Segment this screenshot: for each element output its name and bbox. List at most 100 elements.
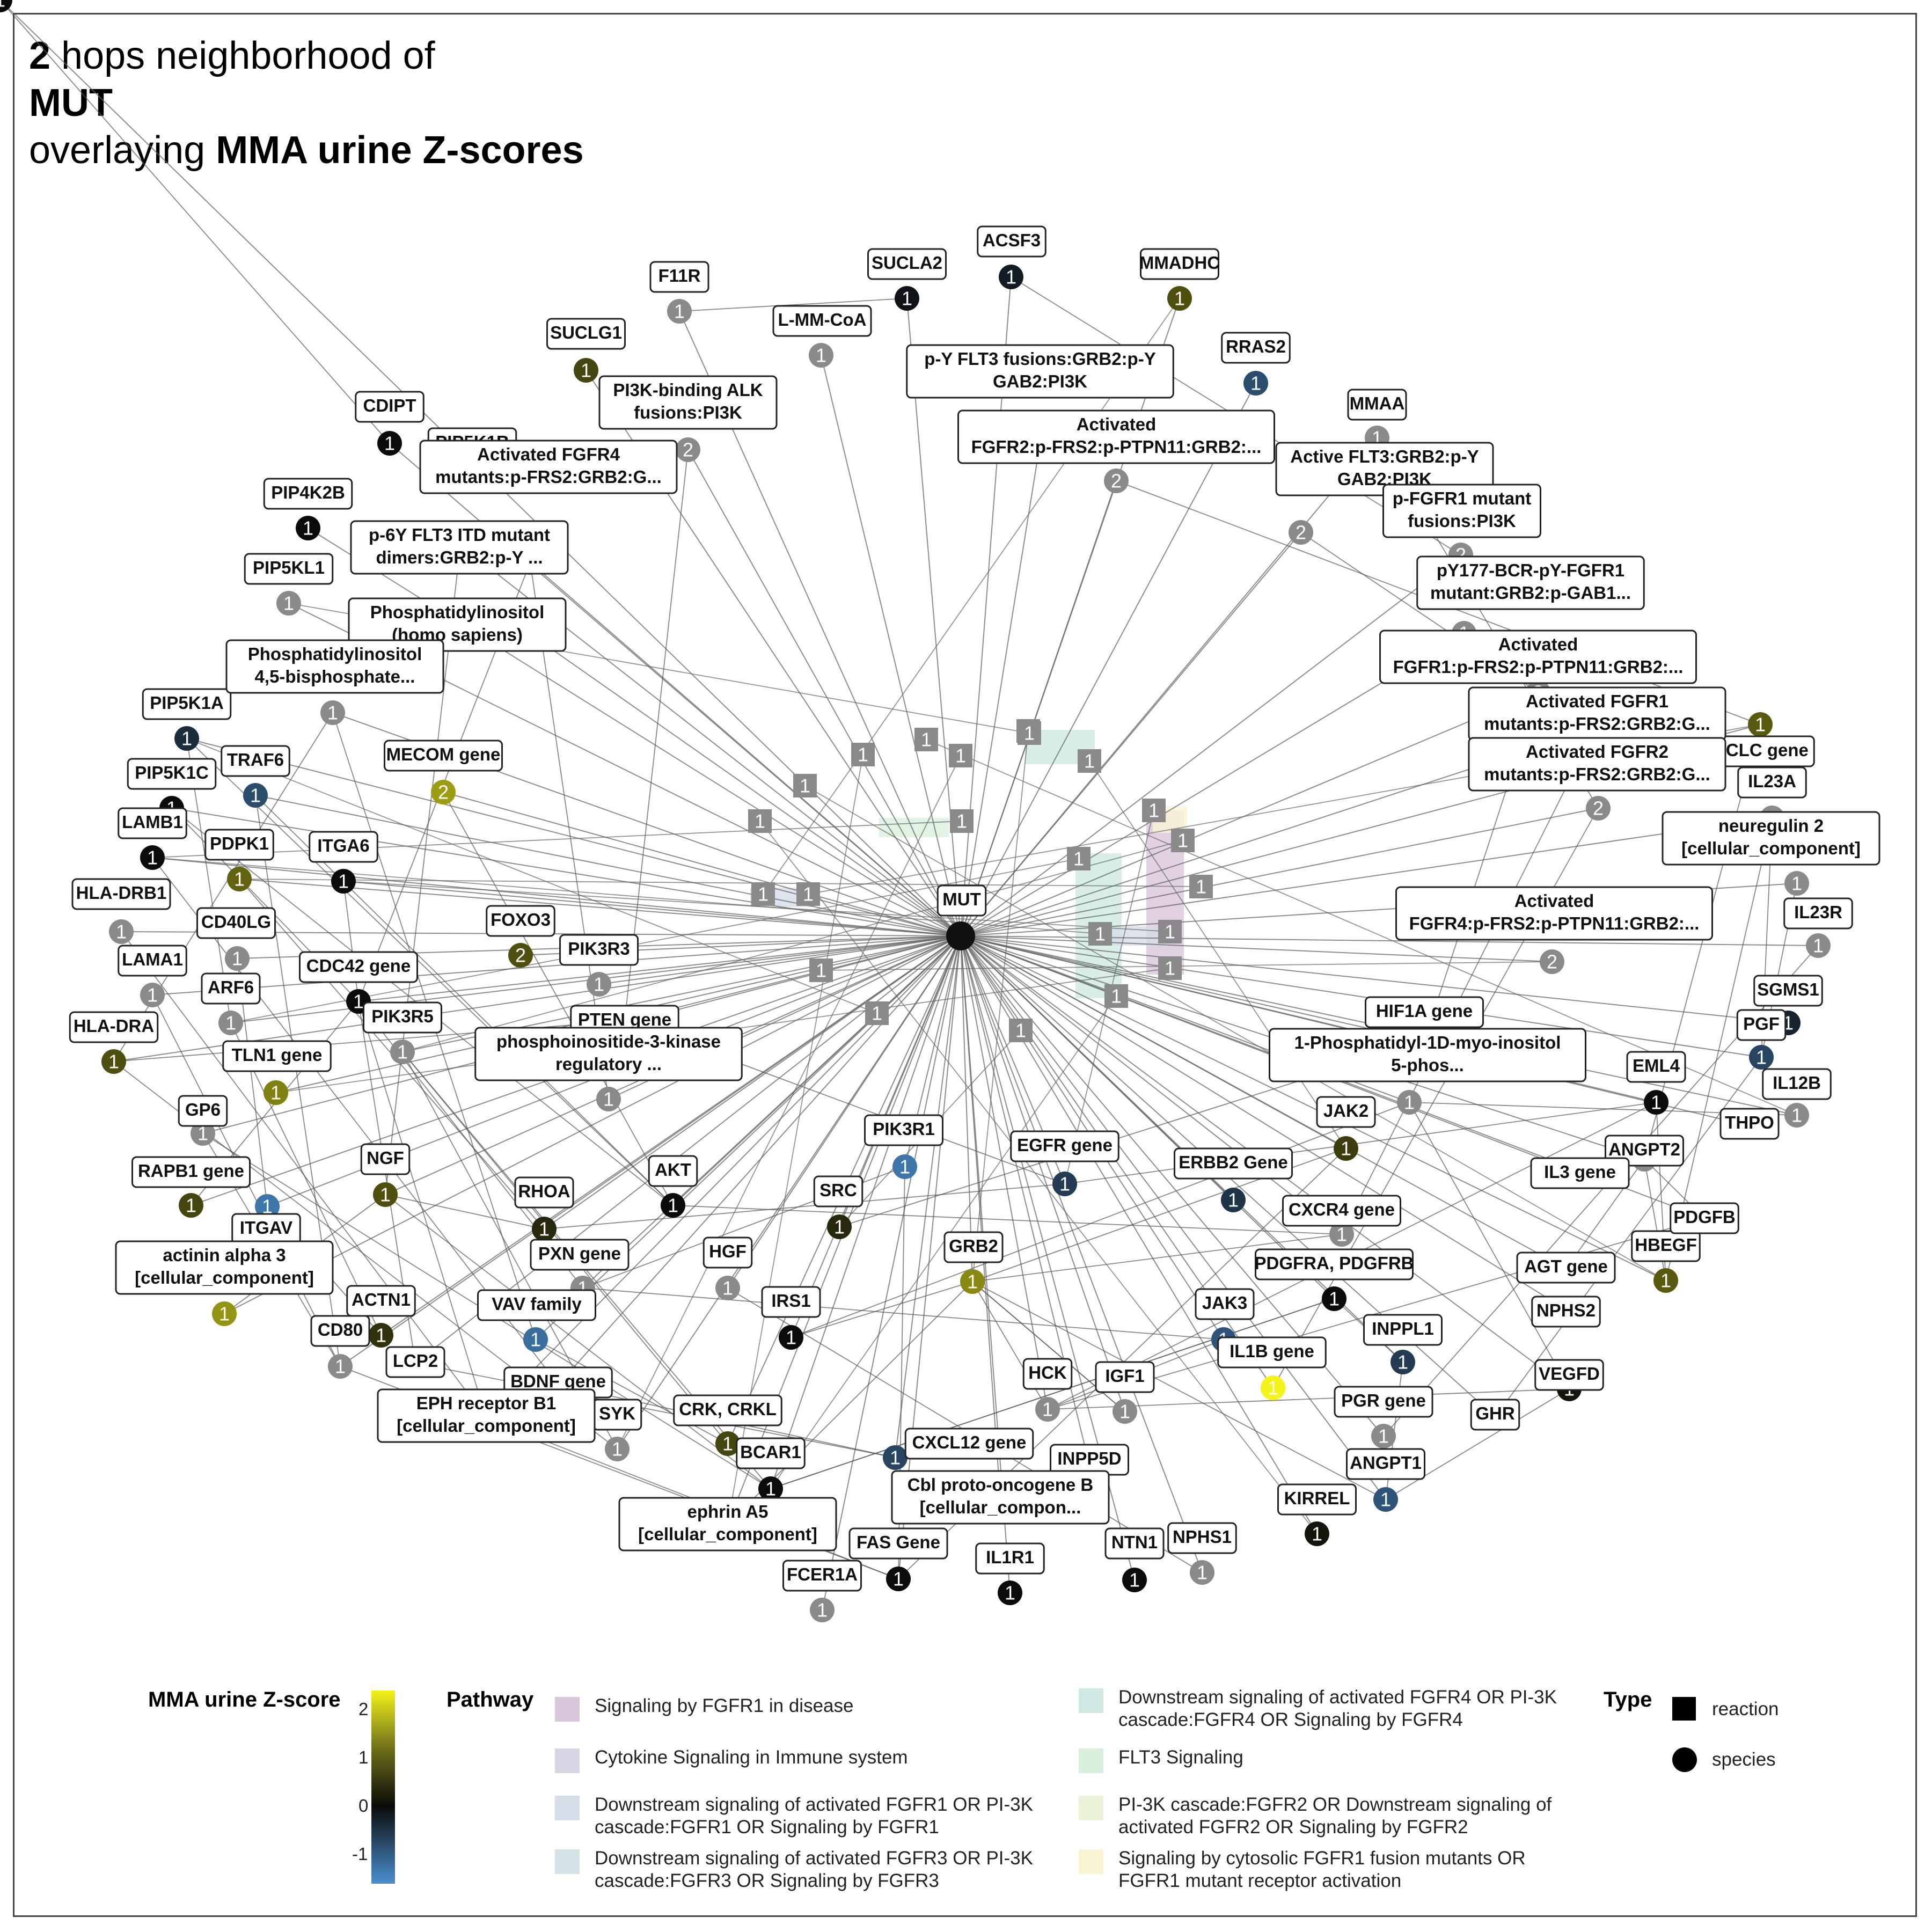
species-node-pik3r5[interactable]: 1: [390, 1040, 415, 1064]
species-node-arf6[interactable]: 1: [218, 1011, 243, 1035]
species-node-acsf3[interactable]: 1: [999, 265, 1023, 289]
species-node-pip5k1a[interactable]: 1: [174, 726, 199, 751]
species-node-bcar1[interactable]: 1: [758, 1476, 783, 1501]
species-node-actinin-alpha-3-cellular-component[interactable]: 1: [212, 1301, 237, 1326]
species-node-kirrel[interactable]: 1: [1305, 1521, 1329, 1546]
species-node-nphs1[interactable]: 1: [1190, 1560, 1214, 1585]
species-node-activated-fgfr2-p-frs2-p-ptpn11-grb2[interactable]: 2: [1104, 469, 1129, 493]
reaction-node-12[interactable]: 1: [1142, 799, 1166, 822]
species-node-erbb2-gene[interactable]: 1: [1221, 1188, 1246, 1212]
reaction-node-8[interactable]: 1: [949, 744, 972, 767]
species-node-actn1[interactable]: 1: [369, 1323, 393, 1348]
species-node-f11r[interactable]: 1: [667, 299, 692, 324]
species-node-jak2[interactable]: 1: [1334, 1136, 1358, 1161]
species-node-itga6[interactable]: 1: [331, 869, 356, 894]
species-node-suclg1[interactable]: 1: [574, 358, 598, 383]
species-node-pik3r1[interactable]: 1: [892, 1154, 917, 1179]
species-node-src[interactable]: 1: [827, 1214, 852, 1239]
reaction-node-4[interactable]: 1: [751, 882, 775, 906]
species-node-lamb1[interactable]: 1: [140, 845, 165, 870]
species-node-pgf[interactable]: 1: [1749, 1045, 1774, 1070]
species-node-fas-gene[interactable]: 1: [886, 1567, 911, 1591]
species-node-vav-family[interactable]: 1: [523, 1327, 548, 1352]
species-node-crk-crkl[interactable]: 1: [715, 1431, 740, 1456]
species-node-mmadhc[interactable]: 1: [1167, 286, 1192, 311]
species-node-ntn1[interactable]: 1: [1122, 1568, 1147, 1592]
species-node-il12b[interactable]: 1: [1784, 1103, 1809, 1128]
species-node-foxo3[interactable]: 2: [508, 943, 533, 968]
species-node-pip4k2b[interactable]: 1: [296, 516, 320, 540]
hub-node-mut[interactable]: [946, 921, 975, 950]
species-node-mecom-gene[interactable]: 2: [431, 780, 456, 804]
reaction-node-10[interactable]: 1: [1078, 749, 1101, 773]
species-node-itgav[interactable]: 1: [255, 1194, 280, 1219]
species-node-pip5k1b[interactable]: 1: [0, 0, 12, 12]
species-node-activated-fgfr4-p-frs2-p-ptpn11-grb2[interactable]: 2: [1540, 949, 1564, 974]
species-node-hgf[interactable]: 1: [715, 1276, 740, 1300]
species-node-grb2[interactable]: 1: [960, 1269, 985, 1294]
species-node-irs1[interactable]: 1: [779, 1325, 803, 1350]
species-node-phosphatidylinositol-4-5-bisphosphate[interactable]: 1: [320, 700, 345, 725]
species-node-akt[interactable]: 1: [661, 1193, 685, 1218]
species-node-inppl1[interactable]: 1: [1391, 1350, 1415, 1374]
svg-text:1: 1: [1312, 1523, 1322, 1545]
reaction-node-15[interactable]: 1: [1189, 875, 1213, 898]
species-node-1-phosphatidyl-1d-myo-inositol-5-phos[interactable]: 1: [1397, 1090, 1422, 1115]
reaction-node-3[interactable]: 1: [748, 809, 772, 833]
species-node-gp6[interactable]: 1: [191, 1121, 215, 1146]
species-node-lama1[interactable]: 1: [140, 983, 165, 1007]
species-node-traf6[interactable]: 1: [243, 783, 268, 808]
species-node-sucla2[interactable]: 1: [895, 286, 919, 311]
species-node-tln1-gene[interactable]: 1: [264, 1080, 288, 1105]
species-node-rapb1-gene[interactable]: 1: [179, 1193, 203, 1218]
species-node-cd80[interactable]: 1: [328, 1354, 353, 1379]
species-node-il1b-gene[interactable]: 1: [1261, 1375, 1285, 1400]
species-node-hla-dra[interactable]: 1: [101, 1049, 126, 1074]
species-node-cxcr4-gene[interactable]: 1: [1329, 1222, 1354, 1247]
reaction-node-16[interactable]: 1: [1088, 922, 1112, 946]
species-node-pdpk1[interactable]: 1: [227, 867, 252, 891]
species-node-cxcl12-gene[interactable]: 1: [883, 1445, 908, 1470]
reaction-node-5[interactable]: 1: [796, 882, 820, 906]
species-node-cd40lg[interactable]: 1: [225, 946, 250, 971]
species-node-phosphoinositide-3-kinase-regulatory[interactable]: 1: [596, 1087, 621, 1111]
species-node-eml4[interactable]: 1: [1644, 1090, 1668, 1115]
reaction-node-7[interactable]: 1: [865, 1001, 889, 1025]
species-node-pik3r3[interactable]: 1: [587, 972, 611, 997]
species-node-pgr-gene[interactable]: 1: [1371, 1424, 1396, 1448]
species-node-syk[interactable]: 1: [605, 1437, 630, 1461]
species-node-cdipt[interactable]: 1: [377, 431, 402, 456]
species-node-rras2[interactable]: 1: [1243, 371, 1268, 396]
reaction-node-19[interactable]: 1: [1104, 984, 1128, 1008]
species-node-il23r[interactable]: 1: [1806, 933, 1831, 958]
reaction-node-14[interactable]: 1: [1067, 847, 1091, 870]
reaction-node-2[interactable]: 1: [793, 774, 817, 797]
reaction-node-17[interactable]: 1: [1158, 920, 1182, 943]
species-node-hbegf[interactable]: 1: [1653, 1268, 1678, 1293]
reaction-node-11[interactable]: 1: [950, 809, 974, 833]
species-node-rhoa[interactable]: 1: [532, 1217, 557, 1241]
reaction-node-0[interactable]: 1: [851, 743, 875, 766]
species-node-pi3k-binding-alk-fusions-pi3k[interactable]: 2: [676, 437, 700, 462]
species-node-egfr-gene[interactable]: 1: [1052, 1172, 1077, 1196]
species-node-il1r1[interactable]: 1: [998, 1580, 1022, 1605]
species-node-l-mm-coa[interactable]: 1: [809, 343, 833, 368]
species-node-activated-fgfr2-mutants-p-frs2-grb2-g[interactable]: 2: [1586, 796, 1611, 821]
species-node-hck[interactable]: 1: [1035, 1397, 1060, 1422]
reaction-node-18[interactable]: 1: [1158, 956, 1182, 980]
species-node-active-flt3-grb2-p-y-gab2-pi3k[interactable]: 2: [1289, 520, 1313, 545]
species-node-ngf[interactable]: 1: [373, 1182, 398, 1207]
species-node-igf1[interactable]: 1: [1113, 1399, 1137, 1424]
reaction-node-21[interactable]: 1: [1018, 721, 1041, 745]
species-node-fcer1a[interactable]: 1: [810, 1598, 835, 1622]
species-node-neuregulin-2-cellular-component[interactable]: 1: [1784, 871, 1809, 896]
reaction-node-20[interactable]: 1: [1009, 1019, 1033, 1042]
reaction-node-13[interactable]: 1: [1171, 829, 1195, 852]
reaction-node-1[interactable]: 1: [914, 728, 938, 751]
species-node-angpt1[interactable]: 1: [1373, 1487, 1398, 1512]
species-node-pip5kl1[interactable]: 1: [276, 591, 301, 616]
species-node-hla-drb1[interactable]: 1: [109, 919, 134, 944]
species-node-pdgfra-pdgfrb[interactable]: 1: [1322, 1286, 1346, 1311]
species-node-gclc-gene[interactable]: 1: [1748, 712, 1773, 737]
reaction-node-6[interactable]: 1: [809, 958, 833, 982]
